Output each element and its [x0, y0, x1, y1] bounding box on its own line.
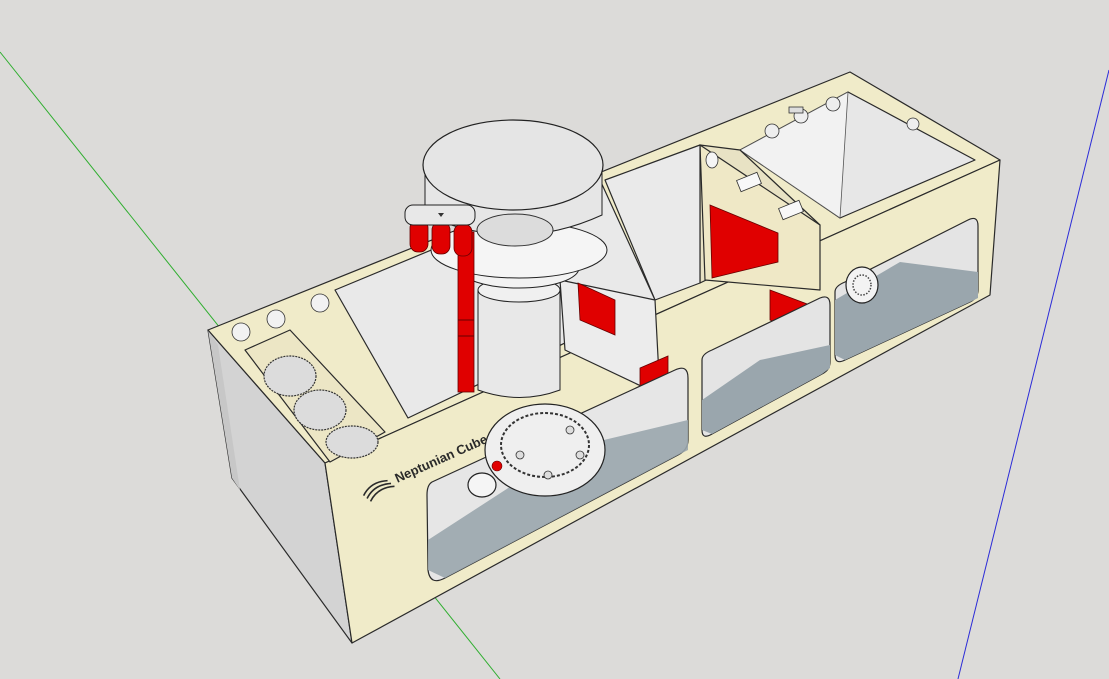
- wave-logo-icon: [362, 479, 395, 502]
- cup-inner-tube: [476, 213, 554, 247]
- bolt-icon: [575, 450, 585, 460]
- bolt-icon: [565, 425, 575, 435]
- filter-sock-ring: [293, 389, 347, 431]
- bulkhead-hole: [266, 309, 286, 329]
- red-filter-pad: [577, 282, 616, 336]
- arrow-down-icon: [438, 213, 444, 217]
- bulkhead-hole: [310, 293, 330, 313]
- filter-sock-ring: [325, 425, 379, 459]
- water-left: [428, 420, 688, 578]
- red-filter-pad: [709, 204, 779, 279]
- cabinet-left-side-shade: [208, 330, 240, 490]
- skimmer-pump-ring: [500, 412, 590, 478]
- inlet-red-cap: [491, 460, 503, 472]
- slot-icon: [788, 106, 804, 114]
- skimmer-pump-base: [484, 403, 606, 497]
- return-pump: [845, 266, 879, 304]
- red-valve[interactable]: [431, 221, 451, 255]
- bulkhead-hole: [231, 322, 251, 342]
- baffle-slot: [778, 199, 804, 221]
- drain-hole: [705, 151, 719, 169]
- water-mid: [702, 345, 830, 434]
- skimmer-body: [477, 289, 561, 398]
- red-valve[interactable]: [453, 223, 473, 257]
- blue-axis-line: [957, 69, 1109, 679]
- filter-sock-ring: [263, 355, 317, 397]
- bulkhead-hole: [764, 123, 780, 139]
- protein-skimmer[interactable]: [404, 119, 608, 498]
- bulkhead-hole: [825, 96, 841, 112]
- collection-cup-lid[interactable]: [422, 119, 604, 211]
- compartment-opening-3: [604, 144, 701, 301]
- sump-cabinet: Neptunian Cube: [207, 71, 1001, 644]
- compartment-right-wall: [739, 91, 849, 219]
- bulkhead-hole: [906, 117, 920, 131]
- bolt-icon: [543, 470, 553, 480]
- return-pump-grille: [852, 274, 872, 296]
- bolt-icon: [515, 450, 525, 460]
- pump-inlet: [467, 472, 497, 498]
- baffle-slot: [736, 171, 762, 193]
